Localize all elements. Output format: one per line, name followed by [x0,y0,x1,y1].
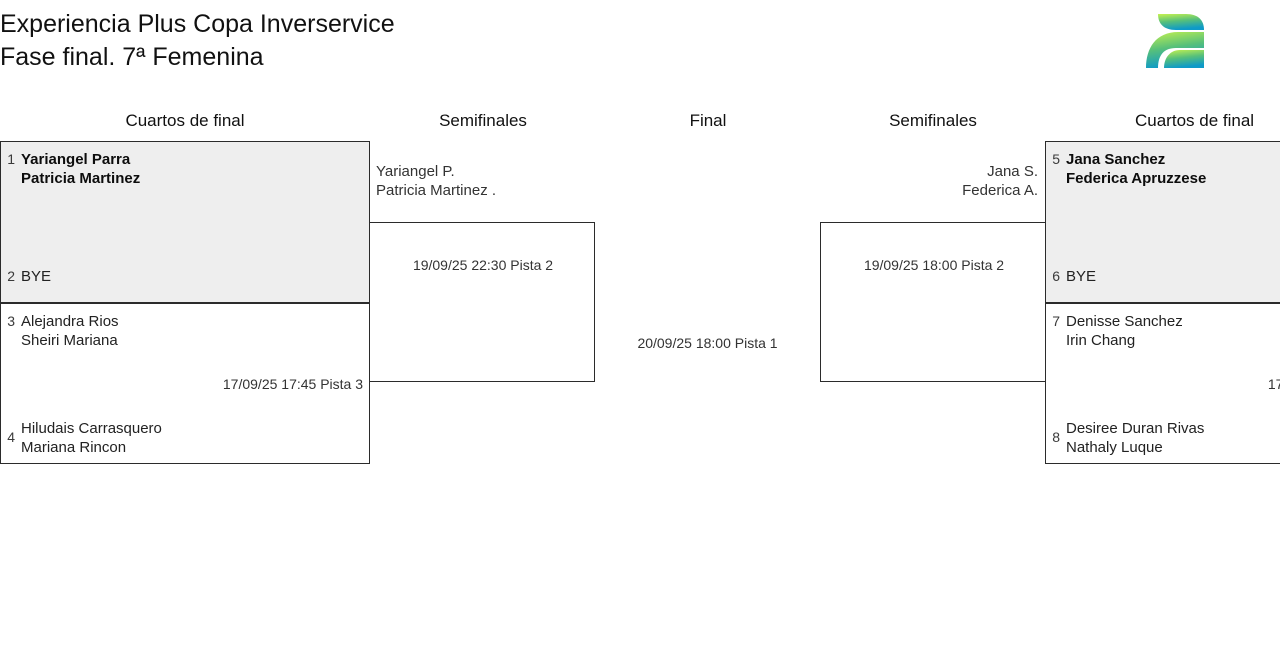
team-seed-8: 8 Desiree Duran Rivas Nathaly Luque [1048,419,1204,457]
page-title: Experiencia Plus Copa Inverservice Fase … [0,8,395,74]
player-name: Patricia Martinez [21,170,141,187]
advancing-team-right-semifinal: Jana S. Federica A. [840,162,1038,200]
team-seed-3: 3 Alejandra Rios Sheiri Mariana [3,312,119,350]
team-names: Alejandra Rios Sheiri Mariana [21,312,119,350]
player-name: Hiludais Carrasquero [21,420,162,437]
match-box-right-semifinal[interactable]: 19/09/25 18:00 Pista 2 [820,222,1046,382]
seed-number: 5 [1052,151,1060,167]
match-box-right-qf-2[interactable]: 7 Denisse Sanchez Irin Chang 17/09/25 20… [1045,303,1280,464]
round-header-left-quarterfinals: Cuartos de final [125,111,245,130]
player-name: Sheiri Mariana [21,332,118,349]
seed-number: 1 [7,151,15,167]
seed-number: 8 [1052,429,1060,445]
team-seed-7: 7 Denisse Sanchez Irin Chang [1048,312,1183,350]
round-header-right-semifinals: Semifinales [889,111,977,130]
team-names: BYE [21,267,51,286]
player-name: Yariangel P. [376,163,455,180]
player-name: BYE [1066,268,1097,285]
match-time-left-semifinal: 19/09/25 22:30 Pista 2 [412,257,554,273]
player-name: Nathaly Luque [1066,439,1163,456]
player-name: Mariana Rincon [21,439,127,456]
player-name: Federica A. [962,182,1038,199]
team-names: Desiree Duran Rivas Nathaly Luque [1066,419,1204,457]
round-header-right-quarterfinals: Cuartos de final [1135,111,1255,130]
team-seed-6: 6 BYE [1048,267,1096,286]
player-name: Alejandra Rios [21,313,119,330]
round-header-left-semifinals: Semifinales [439,111,527,130]
player-name: Desiree Duran Rivas [1066,420,1205,437]
seed-number: 7 [1052,313,1060,329]
seed-number: 4 [7,429,15,445]
match-time-right-semifinal: 19/09/25 18:00 Pista 2 [863,257,1005,273]
team-seed-2: 2 BYE [3,267,51,286]
team-names: Jana Sanchez Federica Apruzzese [1066,150,1206,188]
player-name: Patricia Martinez . [376,182,497,199]
team-seed-5: 5 Jana Sanchez Federica Apruzzese [1048,150,1206,188]
match-time-right-qf-2: 17/09/25 20:15 Pista 1 [1267,376,1280,392]
match-box-left-semifinal[interactable]: 19/09/25 22:30 Pista 2 [369,222,595,382]
team-seed-4: 4 Hiludais Carrasquero Mariana Rincon [3,419,162,457]
seed-number: 6 [1052,268,1060,284]
player-name: Yariangel Parra [21,151,131,168]
player-name: Federica Apruzzese [1066,170,1207,187]
match-box-right-qf-1[interactable]: 5 Jana Sanchez Federica Apruzzese 6 BYE [1045,141,1280,303]
team-names: Hiludais Carrasquero Mariana Rincon [21,419,162,457]
tournament-name: Experiencia Plus Copa Inverservice [0,10,395,38]
player-name: Jana S. [987,163,1038,180]
team-names: Yariangel Parra Patricia Martinez [21,150,140,188]
seed-number: 3 [7,313,15,329]
team-seed-1: 1 Yariangel Parra Patricia Martinez [3,150,140,188]
round-header-final: Final [689,111,727,130]
advancing-team-left-semifinal: Yariangel P. Patricia Martinez . [376,162,496,200]
player-name: Denisse Sanchez [1066,313,1183,330]
match-time-final: 20/09/25 18:00 Pista 1 [637,335,778,351]
player-name: Jana Sanchez [1066,151,1166,168]
player-name: BYE [21,268,52,285]
player-name: Irin Chang [1066,332,1136,349]
match-box-left-qf-2[interactable]: 3 Alejandra Rios Sheiri Mariana 17/09/25… [0,303,370,464]
match-time-left-qf-2: 17/09/25 17:45 Pista 3 [222,376,363,392]
seed-number: 2 [7,268,15,284]
tournament-phase: Fase final. 7ª Femenina [0,43,264,71]
inverservice-logo-icon [1146,14,1204,68]
team-names: BYE [1066,267,1096,286]
team-names: Denisse Sanchez Irin Chang [1066,312,1183,350]
match-box-left-qf-1[interactable]: 1 Yariangel Parra Patricia Martinez 2 BY… [0,141,370,303]
